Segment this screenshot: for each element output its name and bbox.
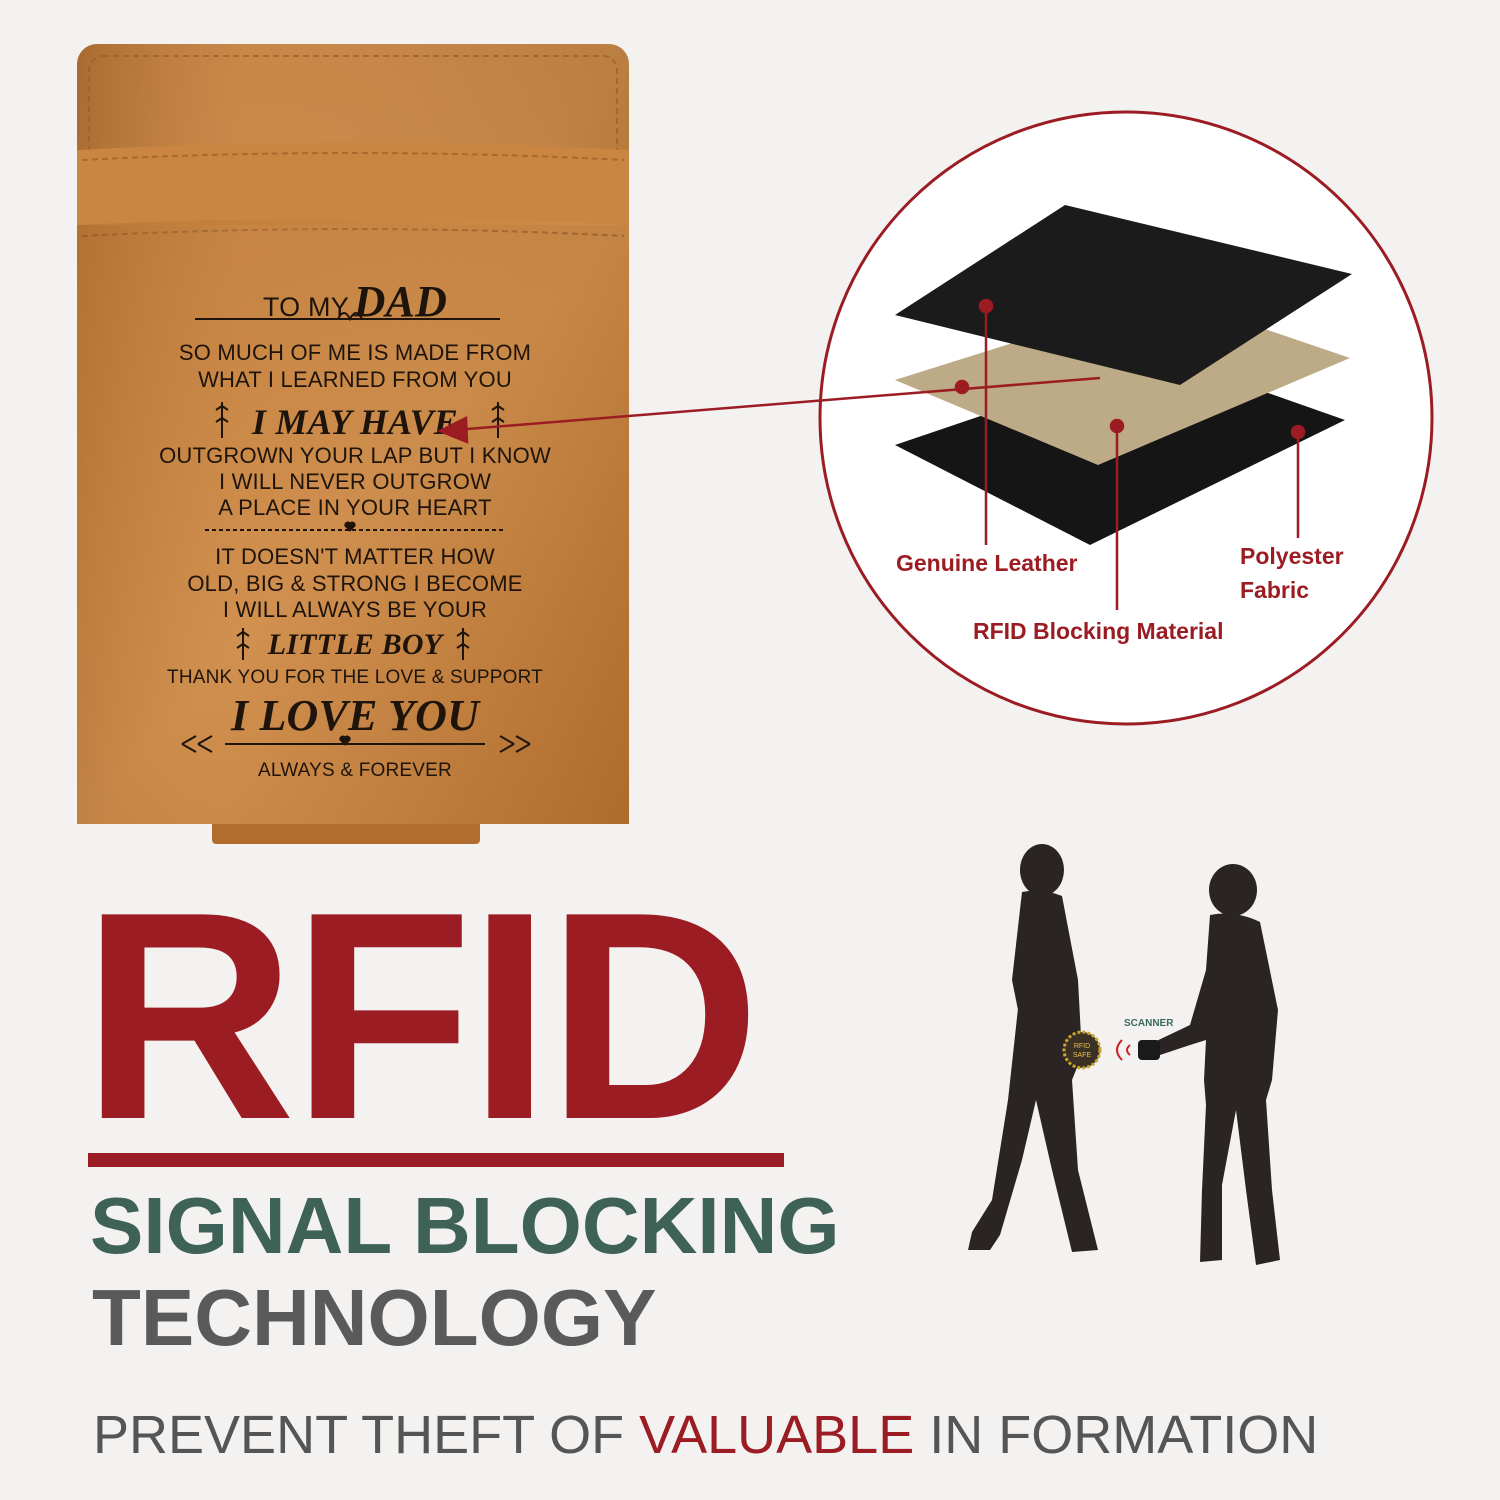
engraving-header: TO MY DAD (262, 277, 448, 326)
engraving-emphasis: LITTLE BOY (267, 628, 443, 661)
engraving-line: I WILL ALWAYS BE YOUR (222, 597, 488, 622)
tagline-part: IN FORMATION (914, 1405, 1319, 1465)
engraving-emphasis: I MAY HAVE (251, 402, 459, 442)
signal-blocking-text: SIGNAL BLOCKING (90, 1181, 840, 1270)
engraving-line: IT DOESN'T MATTER HOW (215, 544, 495, 569)
tagline-highlight: VALUABLE (639, 1405, 915, 1465)
label-genuine-leather: Genuine Leather (896, 550, 1078, 576)
label-polyester: Polyester (1240, 543, 1344, 569)
engraving-line: THANK YOU FOR THE LOVE & SUPPORT (167, 667, 543, 688)
leather-layer (895, 205, 1352, 385)
pointer-arrow (436, 376, 1101, 444)
engraving-line: OLD, BIG & STRONG I BECOME (187, 571, 523, 596)
thief-silhouette (1148, 864, 1280, 1265)
ornament-dividers (181, 312, 531, 753)
tagline: PREVENT THEFT OF VALUABLE IN FORMATION (93, 1408, 1318, 1462)
layers-diagram (436, 110, 1434, 726)
engraving-line: A PLACE IN YOUR HEART (218, 495, 492, 520)
scanning-scene: RFID SAFE SCANNER (968, 844, 1280, 1265)
rfid-headline: RFID (82, 850, 761, 1181)
rfid-safe-badge: RFID SAFE (1062, 1030, 1102, 1070)
scanner-label: SCANNER (1124, 1018, 1174, 1029)
technology-text: TECHNOLOGY (92, 1273, 657, 1362)
headline-rule (88, 1153, 784, 1167)
engraving-line: WHAT I LEARNED FROM YOU (198, 367, 512, 392)
engraving-line: OUTGROWN YOUR LAP BUT I KNOW (159, 443, 551, 468)
svg-text:RFID: RFID (1074, 1043, 1090, 1050)
engraving-line: ALWAYS & FOREVER (258, 760, 452, 781)
engraving-emphasis: I LOVE YOU (230, 691, 480, 740)
scanner-device (1116, 1039, 1160, 1061)
label-fabric: Fabric (1240, 577, 1310, 603)
tagline-part: PREVENT THEFT OF (93, 1405, 640, 1465)
engraving-line: I WILL NEVER OUTGROW (218, 469, 492, 494)
label-rfid-material: RFID Blocking Material (973, 618, 1224, 644)
victim-silhouette (968, 844, 1098, 1252)
svg-text:SAFE: SAFE (1073, 1052, 1092, 1059)
engraving-line: SO MUCH OF ME IS MADE FROM (178, 340, 532, 365)
